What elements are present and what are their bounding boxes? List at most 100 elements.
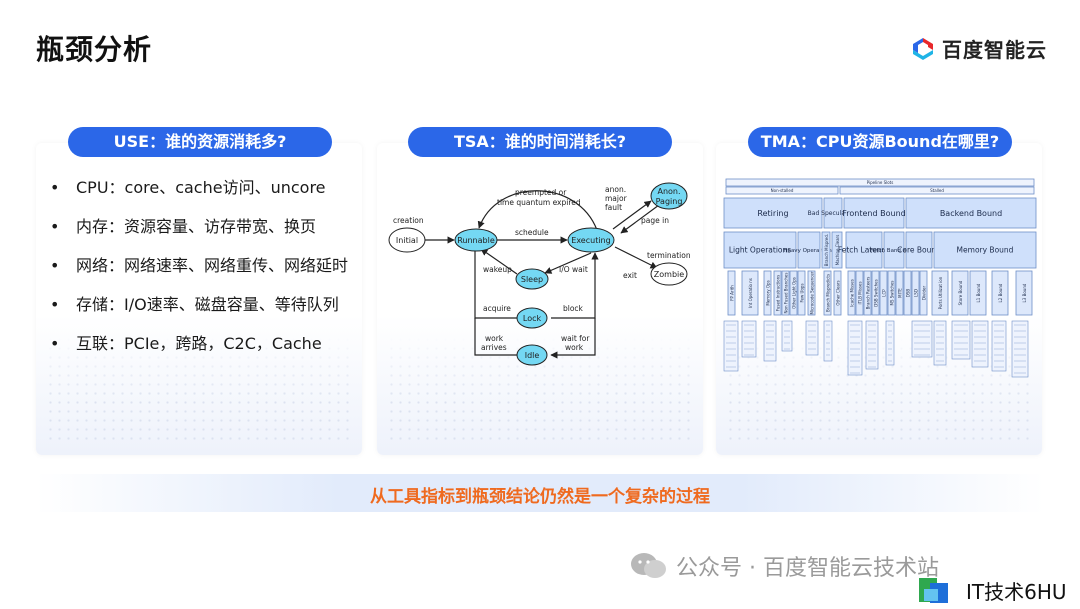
tma-l3-1: Int Operatio ns [748,278,753,308]
edge-label: termination [647,251,691,260]
tma-l3-8: Branch Mispredicts [826,274,831,312]
tma-pipeline-slots: Pipeline Slots [867,180,894,185]
list-item: •网络：网络速率、网络重传、网络延时 [50,256,349,275]
edge-label: time quantum expired [497,198,581,207]
wechat-icon [630,551,668,581]
tma-l2-4: Fetch Latency [838,246,891,255]
tma-l2-3: Machine Clears [835,235,840,266]
tma-l2-0: Light Operations [729,246,791,255]
state-paging: Paging [656,197,683,206]
tma-l3-6: Few Uops [800,283,805,302]
edge-label: work [565,343,584,352]
tma-detail-box [723,320,739,372]
tma-non-stalled-box [725,186,839,195]
edge-label: anon. [605,185,626,194]
tma-detail-box [741,320,757,358]
tma-l1-0-box [723,197,823,229]
tma-pill: TMA：CPU资源Bound在哪里? [748,127,1012,157]
tma-l3-13: DSB Switches [874,279,879,306]
tma-l2-7: Memory Bound [957,246,1014,255]
state-initial: Initial [396,236,418,245]
list-item: •内存：资源容量、访存带宽、换页 [50,217,317,236]
edge-label: major [605,194,628,203]
use-pill: USE：谁的资源消耗多? [68,127,332,157]
use-panel [36,143,362,455]
tma-stalled-box [839,186,1035,195]
state-anon: Anon. [657,187,680,196]
tma-l3-19: Divider [922,285,927,300]
tma-l3-16: MITE [898,288,903,298]
conclusion-banner: 从工具指标到瓶颈结论仍然是一个复杂的过程 [36,474,1044,512]
tma-l3-2-box [763,270,772,316]
tma-l3-21-box [951,270,969,316]
tma-l1-3-box [905,197,1037,229]
tma-detail-box [865,320,879,370]
state-zombie: Zombie [654,270,684,279]
tma-l2-5-box [883,231,905,269]
tma-l3-3: Fused Instructions [776,275,781,311]
baidu-cloud-logo-icon [910,36,936,62]
tma-l2-6-box [905,231,933,269]
tma-l3-15: MS Switches [890,280,895,305]
tma-l3-12-box [863,270,872,316]
it-badge-text: IT技术6HU [966,579,1067,604]
edge-label: block [563,304,584,313]
tma-l3-4-box [781,270,790,316]
tma-l3-24-box [1015,270,1033,316]
state-executing: Executing [571,236,610,245]
tma-l3-18: LSD [914,289,919,297]
edge-label: wakeup [483,265,512,274]
tma-l3-2: Memory Ops [766,280,771,305]
tma-l3-4: Non Fused Branches [784,273,789,314]
list-item: •存储：I/O速率、磁盘容量、等待队列 [50,295,339,314]
tma-l3-10-box [847,270,856,316]
tma-detail-box [911,320,933,358]
tma-l3-6-box [797,270,806,316]
brand-name: 百度智能云 [942,38,1047,62]
tma-l3-11: iTLB Misses [858,281,863,304]
tma-l2-3-box [831,231,843,269]
tma-l3-19-box [919,270,928,316]
tma-l3-22-box [969,270,987,316]
tsa-pill: TSA：谁的时间消耗长? [408,127,672,157]
state-runnable: Runnable [457,236,495,245]
tma-l3-10: Icache Misses [850,279,855,307]
tma-l3-14: LCP [882,289,887,297]
edge-label: I/O wait [559,265,588,274]
tma-l2-2: Branch Mispred. [824,234,829,266]
edge-label: work [485,334,504,343]
tma-l3-18-box [911,270,920,316]
tma-l2-1: Heavy Opera tions [783,248,834,254]
tma-l3-5: Other Light Ops [792,277,797,309]
it-badge-icon [918,575,960,605]
tma-l3-20-box [931,270,949,316]
brand-logo: 百度智能云 [910,34,1047,63]
list-item: •互联：PCIe，跨路，C2C，Cache [50,334,322,353]
tma-l3-20: Ports Utilizat ion [938,276,943,309]
use-list: •CPU：core、cache访问、uncore •内存：资源容量、访存带宽、换… [50,176,348,371]
tma-l3-9-box [833,270,842,316]
tma-l2-5: Fetch Band width [870,248,918,254]
tma-l3-16-box [895,270,904,316]
tma-l1-2-box [843,197,905,229]
tma-l3-11-box [855,270,864,316]
it-badge: IT技术6HU [918,575,1067,605]
tma-stalled: Stalled [930,188,944,193]
tma-l3-13-box [871,270,880,316]
edge-label: acquire [483,304,511,313]
tma-l3-1-box [741,270,759,316]
tma-l2-0-box [723,231,797,269]
tma-l3-7: Microcode Sequencer [810,271,815,314]
tma-l2-2-box [821,231,831,269]
tma-pipeline-slots-box [725,178,1035,187]
tma-l3-23: L2 Bound [998,283,1003,302]
edge-label: wait for [561,334,590,343]
tma-l3-17: DSB [906,289,911,298]
tma-l3-14-box [879,270,888,316]
tma-detail-box [847,320,863,376]
banner-text: 从工具指标到瓶颈结论仍然是一个复杂的过程 [370,487,710,507]
state-lock: Lock [523,314,542,323]
tma-l1-1-box [823,197,843,229]
tma-l3-5-box [789,270,798,316]
edge-label: creation [393,216,424,225]
